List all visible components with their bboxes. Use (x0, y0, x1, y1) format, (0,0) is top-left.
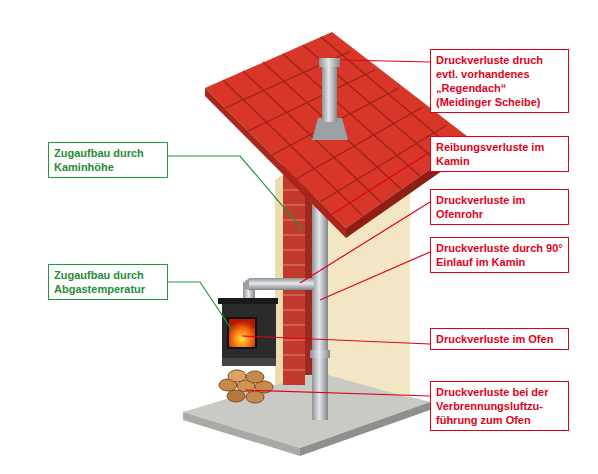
loss-callout-box: Druckverluste durch 90° Einlauf im Kamin (430, 237, 569, 273)
leader-line (342, 60, 430, 62)
pipe-collar (310, 350, 330, 358)
log (227, 390, 245, 402)
brick-joint (283, 235, 305, 236)
callout-text: Druckverluste bei der Verbrennungsluftzu… (436, 385, 563, 427)
firewood (219, 370, 273, 403)
callout-text: Druckverluste durch 90° Einlauf im Kamin (436, 241, 563, 269)
brick-joint (283, 310, 305, 311)
loss-callout-box: Druckverluste im Ofenrohr (430, 189, 569, 225)
stove-fire (228, 318, 256, 348)
floor-edge (183, 412, 300, 456)
loss-callout-box: Druckverluste bei der Verbrennungsluftzu… (430, 381, 569, 431)
brick-joint (283, 250, 305, 251)
callout-text: Zugaufbau durch Kaminhöhe (54, 146, 162, 174)
callout-text: Reibungsverluste im Kamin (436, 140, 563, 168)
leader-line (300, 202, 430, 283)
roof-tiles (223, 37, 456, 216)
brick-joint (283, 370, 305, 371)
chimney-top-pipe (322, 66, 337, 122)
stove-top (218, 298, 278, 304)
tile-line (248, 70, 375, 131)
leader-line (168, 156, 303, 230)
leader-line (245, 390, 430, 396)
callout-text: Druckverluste druch evtl. vorhandenes „R… (436, 53, 563, 109)
log (246, 391, 264, 403)
rain-cap (319, 58, 340, 67)
tile-line (223, 80, 363, 216)
loss-callout-box: Druckverluste druch evtl. vorhandenes „R… (430, 49, 569, 113)
loss-callout-box: Druckverluste im Ofen (430, 328, 569, 350)
brick-joints (283, 175, 305, 370)
loss-callout-box: Reibungsverluste im Kamin (430, 136, 569, 172)
tile-line (303, 45, 439, 163)
brick-joint (283, 355, 305, 356)
leader-line (168, 282, 232, 330)
log (246, 371, 264, 383)
log (228, 370, 246, 382)
gain-callout-box: Zugaufbau durch Abgastemperatur (48, 264, 168, 300)
brick-joint (283, 325, 305, 326)
steel-chimney (312, 195, 328, 420)
stove (222, 302, 276, 358)
callout-text: Zugaufbau durch Abgastemperatur (54, 268, 162, 296)
brick-joint (283, 340, 305, 341)
callout-text: Druckverluste im Ofenrohr (436, 193, 563, 221)
brick-joint (283, 205, 305, 206)
stove-base (222, 358, 276, 366)
leader-line (320, 252, 430, 300)
brick-joint (283, 265, 305, 266)
leader-line (242, 336, 430, 344)
callout-text: Druckverluste im Ofen (436, 332, 563, 346)
gain-callout-box: Zugaufbau durch Kaminhöhe (48, 142, 168, 178)
leader-line (326, 152, 430, 218)
brick-joint (283, 295, 305, 296)
chimney-brick (283, 165, 305, 385)
